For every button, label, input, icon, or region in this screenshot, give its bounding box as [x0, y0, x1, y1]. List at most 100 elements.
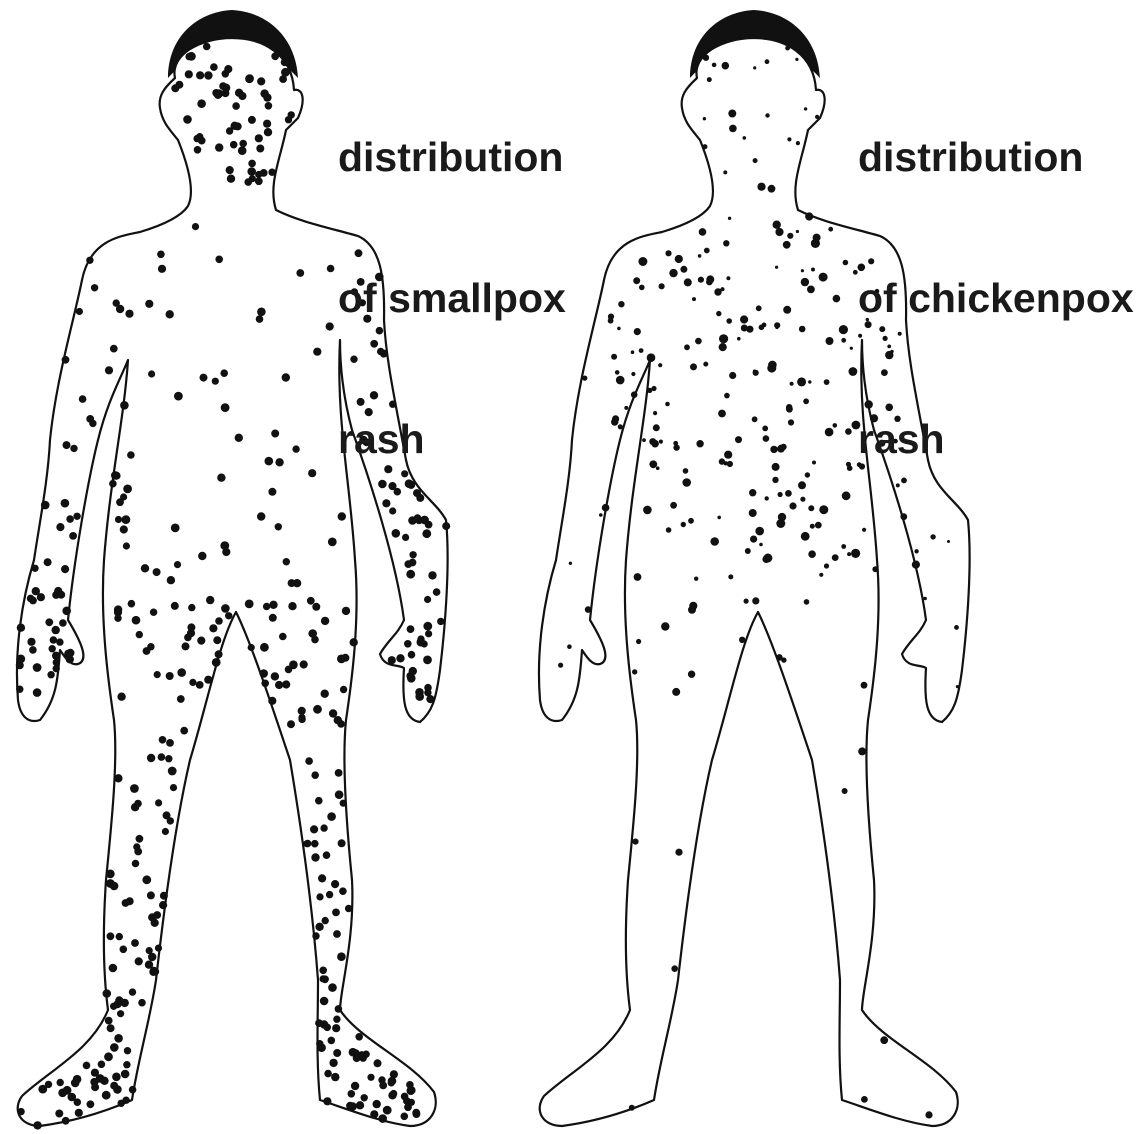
smallpox-rash-dot: [298, 714, 305, 721]
smallpox-rash-dot: [209, 624, 217, 632]
smallpox-rash-dot: [91, 1083, 99, 1091]
smallpox-rash-dot: [374, 1059, 382, 1067]
smallpox-rash-dot: [305, 757, 313, 765]
smallpox-rash-dot: [143, 647, 151, 655]
smallpox-rash-dot: [281, 58, 289, 66]
smallpox-rash-dot: [62, 1117, 70, 1125]
smallpox-rash-dot: [323, 1097, 331, 1105]
smallpox-rash-dot: [422, 529, 431, 538]
smallpox-rash-dot: [292, 445, 299, 452]
smallpox-rash-dot: [117, 1010, 124, 1017]
smallpox-rash-dot: [198, 137, 206, 145]
chickenpox-rash-dot: [819, 573, 823, 577]
chickenpox-rash-dot: [670, 502, 677, 509]
smallpox-rash-dot: [107, 932, 115, 940]
smallpox-rash-dot: [289, 660, 298, 669]
smallpox-rash-dot: [87, 1100, 95, 1108]
chickenpox-rash-dot: [805, 472, 810, 477]
smallpox-rash-dot: [331, 1073, 339, 1081]
chickenpox-rash-dot: [862, 528, 866, 532]
chickenpox-rash-dot: [618, 424, 623, 429]
chickenpox-rash-dot: [585, 606, 592, 613]
chickenpox-rash-dot: [775, 266, 778, 269]
smallpox-rash-dot: [159, 901, 167, 909]
chickenpox-rash-dot: [647, 353, 656, 362]
smallpox-rash-dot: [180, 727, 188, 735]
smallpox-rash-dot: [307, 597, 315, 605]
smallpox-rash-dot: [288, 579, 296, 587]
smallpox-rash-dot: [159, 736, 167, 744]
smallpox-rash-dot: [47, 671, 54, 678]
chickenpox-rash-dot: [832, 554, 839, 561]
chickenpox-rash-dot: [719, 334, 728, 343]
chickenpox-rash-dot: [689, 602, 697, 610]
smallpox-rash-dot: [150, 609, 157, 616]
smallpox-rash-dot: [128, 600, 136, 608]
smallpox-rash-dot: [126, 897, 134, 905]
smallpox-rash-dot: [342, 607, 350, 615]
smallpox-rash-dot: [69, 532, 77, 540]
chickenpox-rash-dot: [642, 438, 646, 442]
chickenpox-rash-dot: [703, 362, 708, 367]
smallpox-rash-dot: [206, 596, 214, 604]
chickenpox-rash-dot: [728, 217, 731, 220]
smallpox-rash-dot: [171, 524, 180, 533]
chickenpox-rash-dot: [724, 451, 732, 459]
chickenpox-rash-dot: [795, 58, 798, 61]
smallpox-rash-dot: [224, 65, 232, 73]
chickenpox-rash-dot: [765, 59, 770, 64]
chickenpox-rash-dot: [699, 228, 707, 236]
chickenpox-rash-dot: [632, 669, 637, 674]
chickenpox-rash-dot: [768, 185, 776, 193]
chickenpox-rash-dot: [763, 554, 772, 563]
smallpox-rash-dot: [75, 1109, 83, 1117]
smallpox-rash-dot: [323, 851, 331, 859]
chickenpox-rash-dot: [912, 561, 920, 569]
smallpox-rash-dot: [339, 887, 347, 895]
smallpox-rash-dot: [79, 395, 87, 403]
chickenpox-rash-dot: [756, 305, 762, 311]
chickenpox-rash-dot: [947, 540, 950, 543]
smallpox-rash-dot: [404, 640, 412, 648]
chickenpox-rash-dot: [750, 536, 757, 543]
chickenpox-rash-dot: [653, 424, 660, 431]
smallpox-rash-dot: [134, 800, 142, 808]
smallpox-rash-dot: [27, 638, 35, 646]
chickenpox-rash-dot: [661, 622, 669, 630]
smallpox-rash-dot: [409, 559, 417, 567]
smallpox-rash-dot: [256, 145, 264, 153]
smallpox-rash-dot: [116, 933, 123, 940]
smallpox-rash-dot: [123, 1061, 130, 1068]
smallpox-rash-dot: [321, 617, 329, 625]
smallpox-rash-dot: [198, 552, 206, 560]
chickenpox-rash-dot: [722, 62, 730, 70]
chickenpox-rash-dot: [813, 234, 821, 242]
smallpox-rash-dot: [86, 415, 94, 423]
chickenpox-rash-dot: [717, 516, 721, 520]
smallpox-rash-dot: [189, 679, 196, 686]
smallpox-rash-dot: [110, 882, 119, 891]
chickenpox-rash-dot: [749, 509, 757, 517]
chickenpox-rash-dot: [805, 212, 813, 220]
smallpox-rash-dot: [61, 565, 69, 573]
chickenpox-rash-dot: [804, 599, 810, 605]
chickenpox-rash-dot: [954, 625, 959, 630]
chickenpox-rash-dot: [807, 286, 815, 294]
smallpox-rash-dot: [320, 824, 327, 831]
chickenpox-rash-dot: [719, 343, 727, 351]
chickenpox-rash-dot: [659, 283, 665, 289]
chickenpox-rash-dot: [633, 277, 640, 284]
chickenpox-rash-dot: [716, 311, 721, 316]
chickenpox-rash-dot: [639, 285, 645, 291]
smallpox-rash-dot: [121, 1070, 130, 1079]
smallpox-rash-dot: [148, 953, 156, 961]
smallpox-rash-dot: [114, 615, 121, 622]
smallpox-rash-dot: [283, 558, 290, 565]
chickenpox-rash-dot: [632, 839, 638, 845]
smallpox-rash-dot: [335, 1005, 343, 1013]
smallpox-rash-dot: [157, 251, 165, 259]
smallpox-rash-dot: [407, 625, 415, 633]
smallpox-caption-line-1: distribution: [338, 134, 566, 181]
smallpox-rash-dot: [275, 681, 283, 689]
smallpox-rash-dot: [275, 458, 283, 466]
